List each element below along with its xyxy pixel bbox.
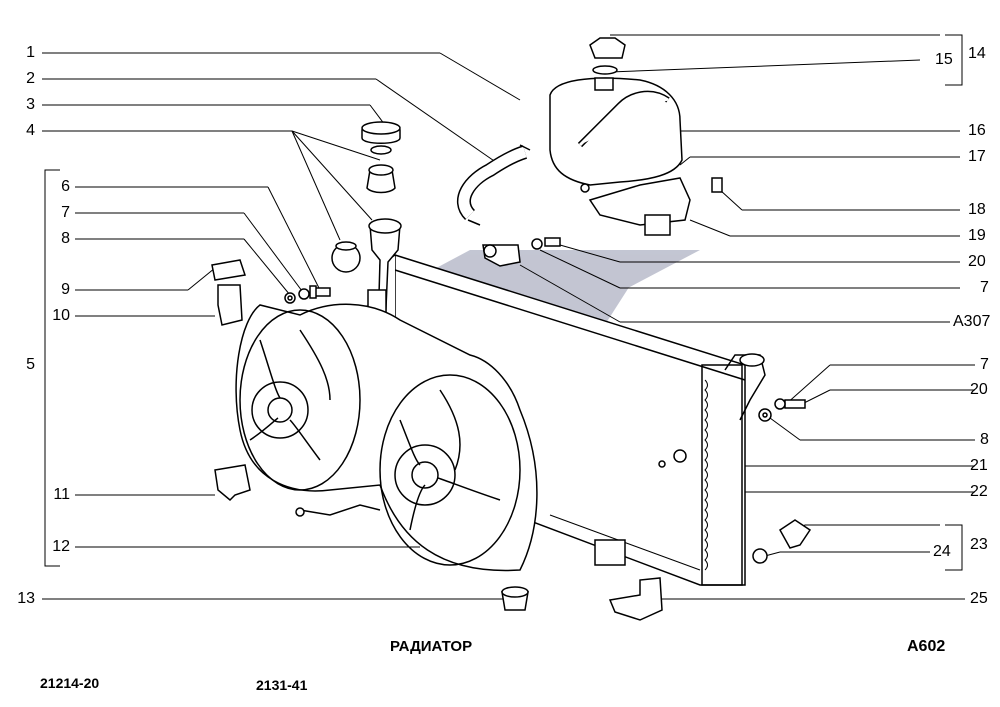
callout-7-left: 7 [61,204,70,221]
rubber-plug [331,241,361,273]
diagram-title: РАДИАТОР [390,638,473,655]
callout-1: 1 [26,44,35,61]
fasteners [211,177,812,621]
callout-11: 11 [53,486,70,503]
callout-3: 3 [26,96,35,113]
expansion-tank [549,77,691,236]
leader-lines [42,34,975,600]
callout-25: 25 [970,590,988,607]
callout-23: 23 [970,536,988,553]
callout-a307: A307 [953,313,991,330]
callout-20-right: 20 [970,381,988,398]
callout-17: 17 [968,148,986,165]
callout-16: 16 [968,122,986,139]
model-code-right: 2131-41 [256,677,308,693]
group-brackets [44,34,963,571]
callout-5: 5 [26,356,35,373]
callout-12: 12 [52,538,70,555]
callout-6: 6 [61,178,70,195]
callout-20-top: 20 [968,253,986,270]
callout-19: 19 [968,227,986,244]
callout-7-top: 7 [980,279,989,296]
fan-assembly [235,303,538,572]
callout-10: 10 [52,307,70,324]
radiator-cap [361,121,401,194]
callout-8-left: 8 [61,230,70,247]
callout-24: 24 [933,543,951,560]
callout-7-right: 7 [980,356,989,373]
model-code-left: 21214-20 [40,675,100,691]
callout-2: 2 [26,70,35,87]
callout-8-right: 8 [980,431,989,448]
callout-22: 22 [970,483,988,500]
callout-21: 21 [970,457,988,474]
callout-9: 9 [61,281,70,298]
callout-4: 4 [26,122,35,139]
callout-18: 18 [968,201,986,218]
callout-14: 14 [968,45,986,62]
sheet-code: A602 [907,638,946,655]
tank-cap [589,37,626,75]
callout-15: 15 [935,51,953,68]
callout-13: 13 [17,590,35,607]
hose [457,144,531,226]
